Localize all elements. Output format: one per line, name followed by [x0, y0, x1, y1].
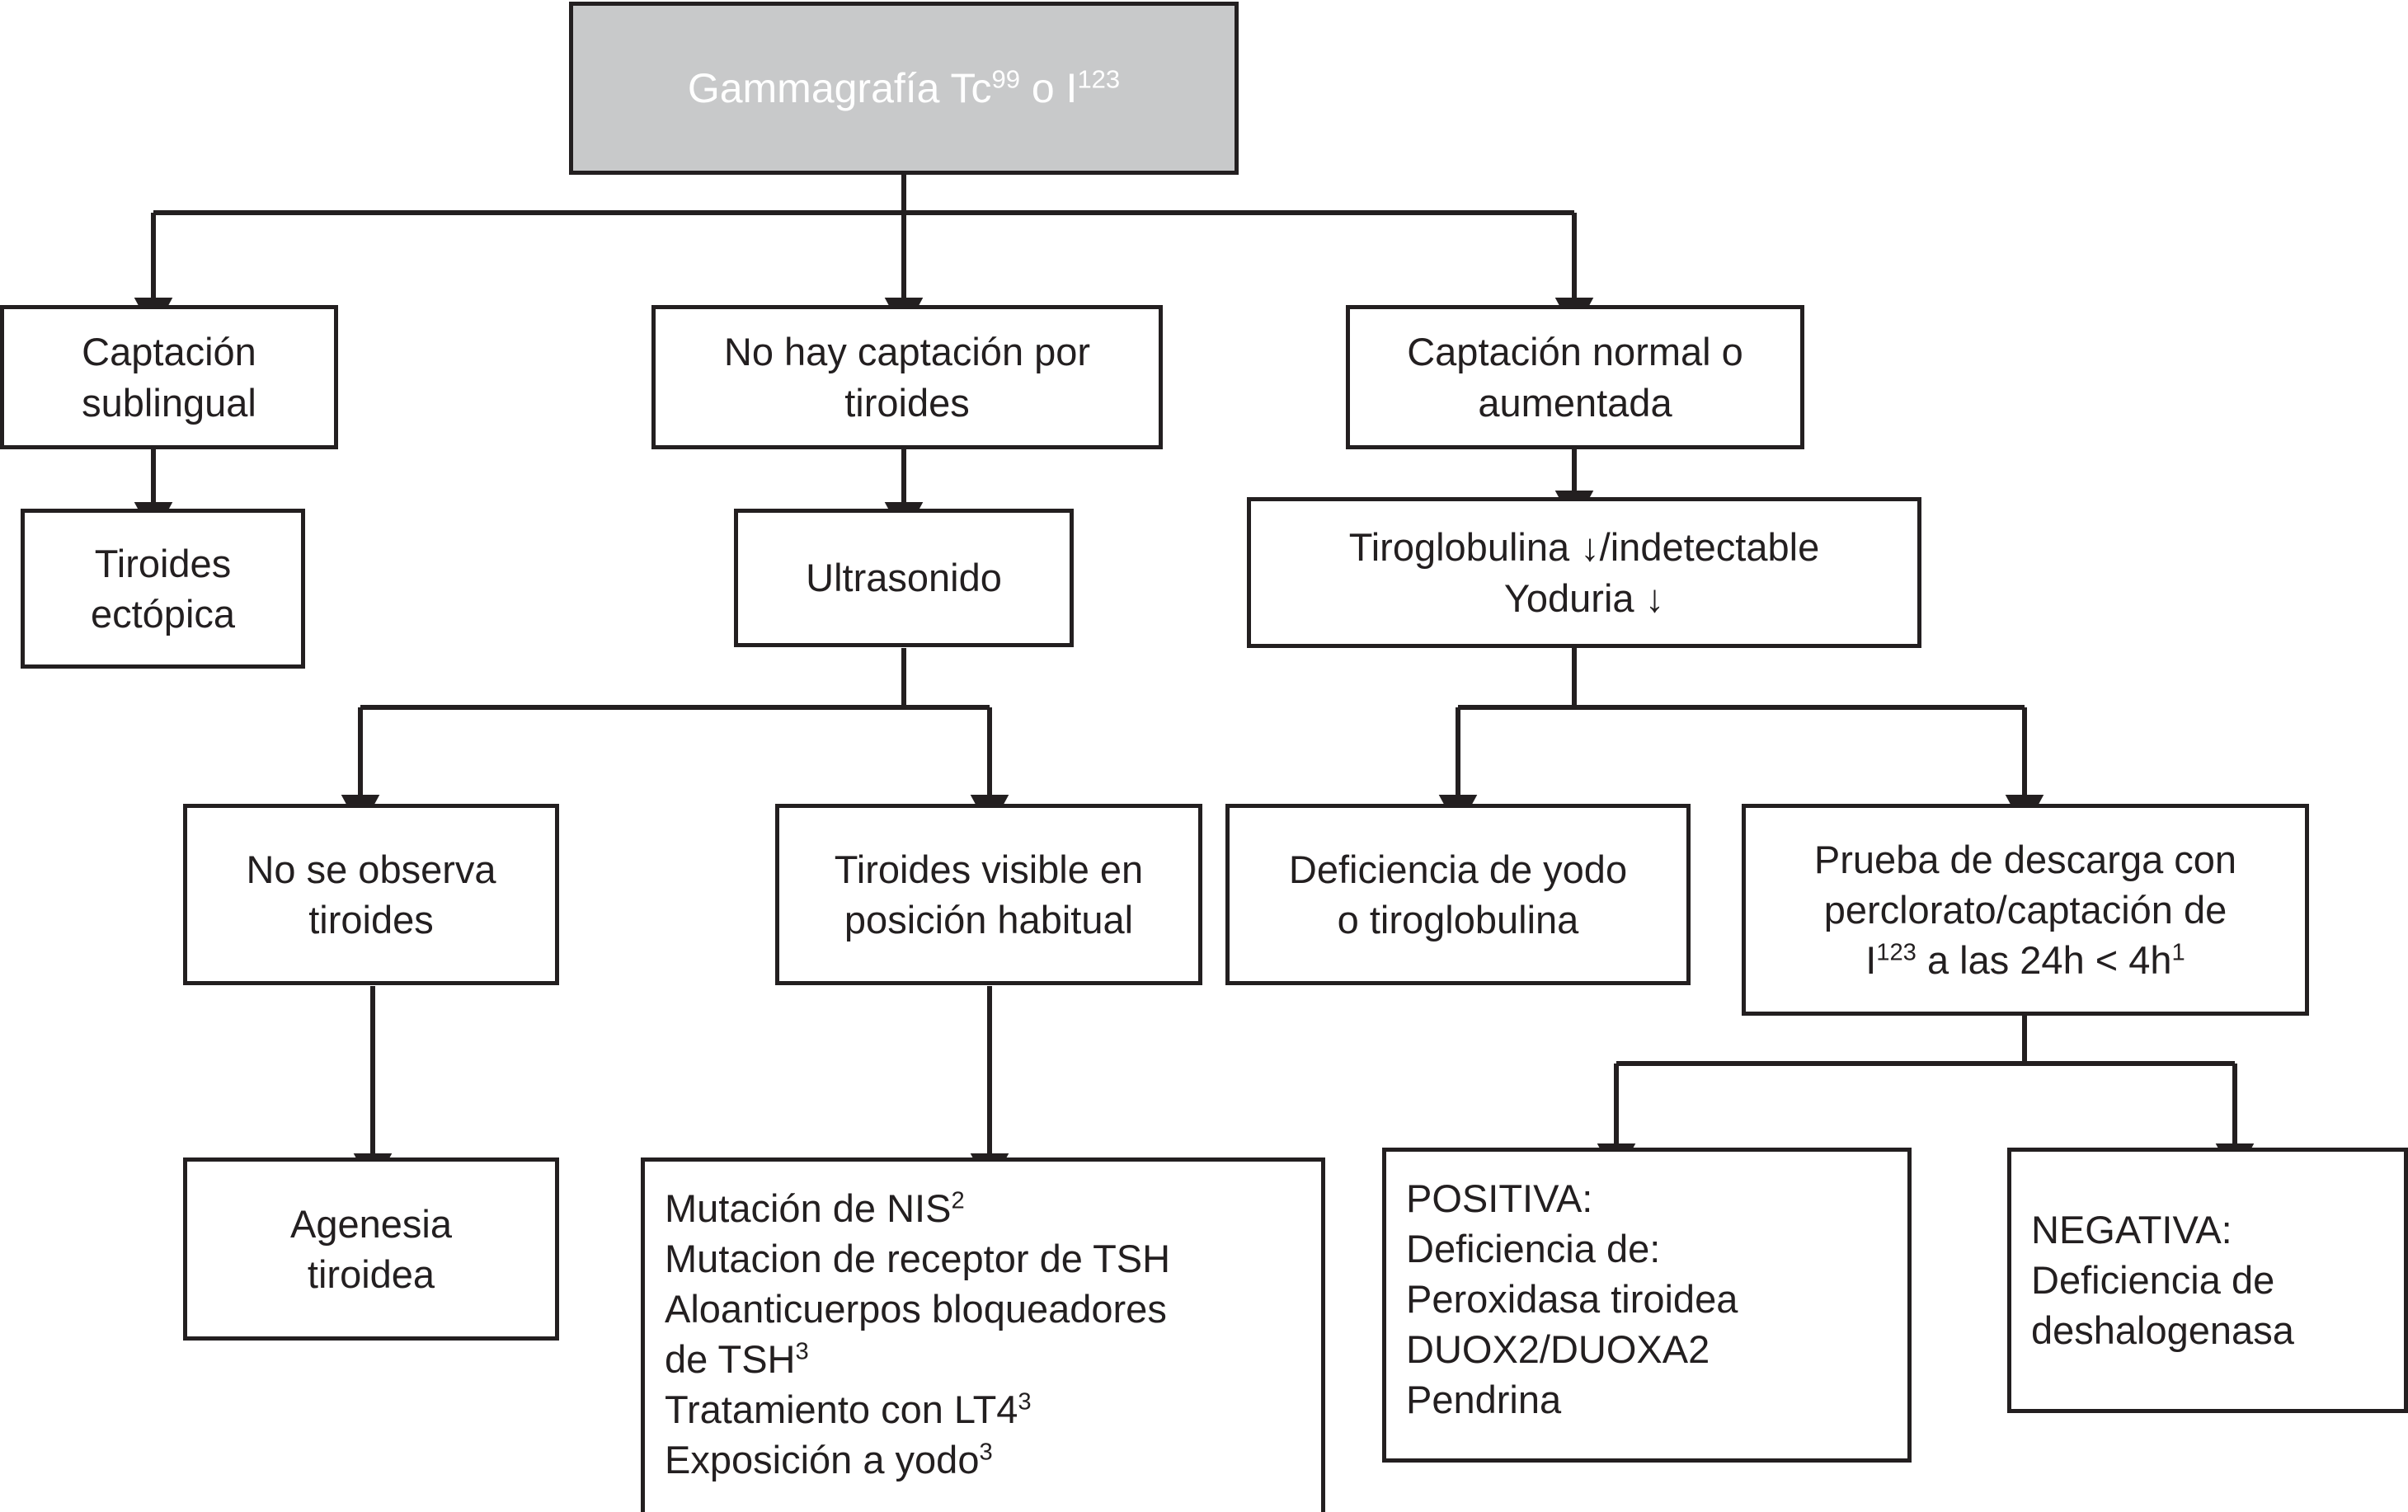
positiva-line5: Pendrina [1406, 1378, 1562, 1422]
positiva-line2: Deficiencia de: [1406, 1227, 1661, 1271]
node-prueba-descarga[interactable]: Prueba de descarga con perclorato/captac… [1742, 804, 2309, 1016]
node-captacion-normal-line1: Captación normal o [1407, 330, 1743, 374]
node-prueba-descarga-line1: Prueba de descarga con [1813, 837, 2237, 881]
node-captacion-sublingual-line1: Captación [82, 330, 256, 374]
causas-item-6: Exposición a yodo3 [665, 1438, 993, 1482]
causas-item-2: Mutacion de receptor de TSH [665, 1237, 1171, 1281]
node-deficiencia-yodo-line2: o tiroglobulina [1337, 898, 1579, 941]
node-agenesia-line1: Agenesia [290, 1201, 452, 1246]
node-no-hay-captacion[interactable]: No hay captación por tiroides [651, 305, 1163, 449]
node-no-hay-captacion-line1: No hay captación por [723, 330, 1091, 374]
causas-item-1: Mutación de NIS2 [665, 1186, 965, 1230]
node-tiroglobulina-line2: Yoduria ↓ [1503, 575, 1665, 620]
node-tiroides-visible[interactable]: Tiroides visible en posición habitual [775, 804, 1202, 985]
node-tiroides-ectopica-line1: Tiroides [94, 541, 232, 585]
negativa-line3: deshalogenasa [2031, 1308, 2294, 1353]
positiva-line3: Peroxidasa tiroidea [1406, 1277, 1738, 1322]
node-prueba-descarga-line3: I123 a las 24h < 4h1 [1865, 938, 2185, 983]
node-gammagrafia-label: Gammagrafía Tc99 o I123 [687, 63, 1121, 111]
node-deficiencia-yodo-line1: Deficiencia de yodo [1288, 847, 1628, 891]
node-tiroides-visible-line2: posición habitual [844, 898, 1134, 941]
node-positiva[interactable]: POSITIVA: Deficiencia de: Peroxidasa tir… [1382, 1148, 1912, 1463]
node-no-se-observa-tiroides[interactable]: No se observa tiroides [183, 804, 559, 985]
node-captacion-sublingual[interactable]: Captación sublingual [0, 305, 338, 449]
positiva-line4: DUOX2/DUOXA2 [1406, 1327, 1710, 1372]
positiva-line1: POSITIVA: [1406, 1176, 1593, 1220]
causas-item-4: de TSH3 [665, 1337, 809, 1382]
node-prueba-descarga-line2: perclorato/captación de [1823, 887, 2227, 932]
node-captacion-sublingual-line2: sublingual [82, 380, 256, 425]
node-no-se-observa-line2: tiroides [308, 898, 434, 941]
node-no-hay-captacion-line2: tiroides [844, 380, 970, 425]
node-gammagrafia[interactable]: Gammagrafía Tc99 o I123 [569, 2, 1239, 175]
negativa-line2: Deficiencia de [2031, 1258, 2275, 1303]
node-negativa[interactable]: NEGATIVA: Deficiencia de deshalogenasa [2007, 1148, 2408, 1413]
node-deficiencia-yodo[interactable]: Deficiencia de yodo o tiroglobulina [1225, 804, 1691, 985]
node-agenesia-line2: tiroidea [307, 1252, 435, 1296]
negativa-line1: NEGATIVA: [2031, 1208, 2232, 1251]
node-captacion-normal[interactable]: Captación normal o aumentada [1346, 305, 1804, 449]
causas-item-3: Aloanticuerpos bloqueadores [665, 1287, 1167, 1331]
node-tiroides-ectopica[interactable]: Tiroides ectópica [21, 509, 305, 669]
node-no-se-observa-line1: No se observa [246, 847, 496, 891]
node-tiroides-ectopica-line2: ectópica [90, 592, 236, 636]
node-ultrasonido-line1: Ultrasonido [806, 556, 1002, 600]
node-tiroglobulina[interactable]: Tiroglobulina ↓/indetectable Yoduria ↓ [1247, 497, 1921, 648]
node-agenesia-tiroidea[interactable]: Agenesia tiroidea [183, 1157, 559, 1341]
causas-item-5: Tratamiento con LT43 [665, 1388, 1032, 1432]
node-ultrasonido[interactable]: Ultrasonido [734, 509, 1074, 647]
node-captacion-normal-line2: aumentada [1478, 380, 1672, 425]
node-tiroides-visible-line1: Tiroides visible en [834, 847, 1144, 891]
node-causas-list[interactable]: Mutación de NIS2 Mutacion de receptor de… [641, 1157, 1325, 1512]
node-tiroglobulina-line1: Tiroglobulina ↓/indetectable [1348, 525, 1820, 570]
